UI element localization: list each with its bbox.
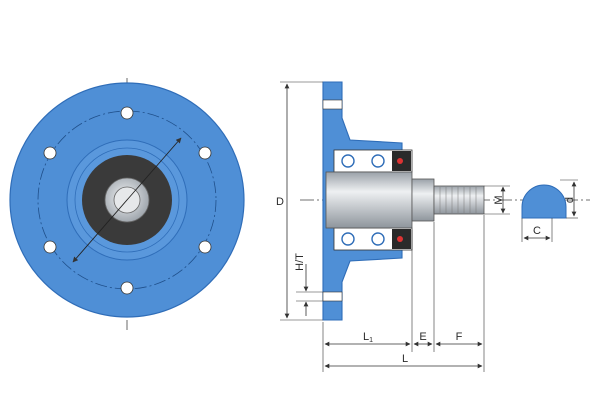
dim-label-L1: L1 bbox=[363, 331, 373, 344]
upper-bearing-ball bbox=[341, 154, 355, 168]
bolt-hole bbox=[198, 146, 212, 160]
lower-bearing-ball bbox=[341, 232, 355, 246]
bolt-circle bbox=[37, 110, 217, 290]
dim-label-M: M bbox=[493, 195, 505, 204]
lower-seal-lip bbox=[397, 236, 403, 242]
thread-lines bbox=[439, 187, 477, 213]
flange-bolt-hole-top bbox=[322, 99, 343, 110]
bolt-hole bbox=[120, 281, 134, 295]
profile-shape bbox=[521, 184, 567, 219]
upper-bearing-ball bbox=[371, 154, 385, 168]
front-view bbox=[9, 78, 245, 330]
thread-profile-detail: d C bbox=[521, 179, 578, 242]
dim-label-L: L bbox=[402, 353, 408, 365]
dim-label-HT: H/T bbox=[294, 253, 306, 271]
bolt-circle-diameter-dim bbox=[72, 137, 182, 263]
bolt-hole bbox=[198, 240, 212, 254]
flange-bolt-hole-bottom bbox=[322, 291, 343, 302]
lower-bearing-ball bbox=[371, 232, 385, 246]
bolt-hole bbox=[43, 146, 57, 160]
side-view: D H/T M L1 E F L bbox=[276, 81, 590, 372]
length-extension-lines bbox=[322, 215, 485, 372]
upper-seal-lip bbox=[397, 158, 403, 164]
dim-label-d: d bbox=[564, 197, 576, 203]
dim-label-C: C bbox=[533, 225, 541, 237]
bolt-hole bbox=[120, 106, 134, 120]
dim-label-D: D bbox=[276, 196, 284, 208]
shaft-body bbox=[325, 171, 413, 229]
dim-label-F: F bbox=[456, 331, 463, 343]
threaded-stub bbox=[433, 185, 485, 215]
bolt-hole bbox=[43, 240, 57, 254]
bolt-holes bbox=[43, 106, 212, 295]
dim-label-E: E bbox=[419, 331, 426, 343]
shaft-collar bbox=[411, 178, 435, 222]
